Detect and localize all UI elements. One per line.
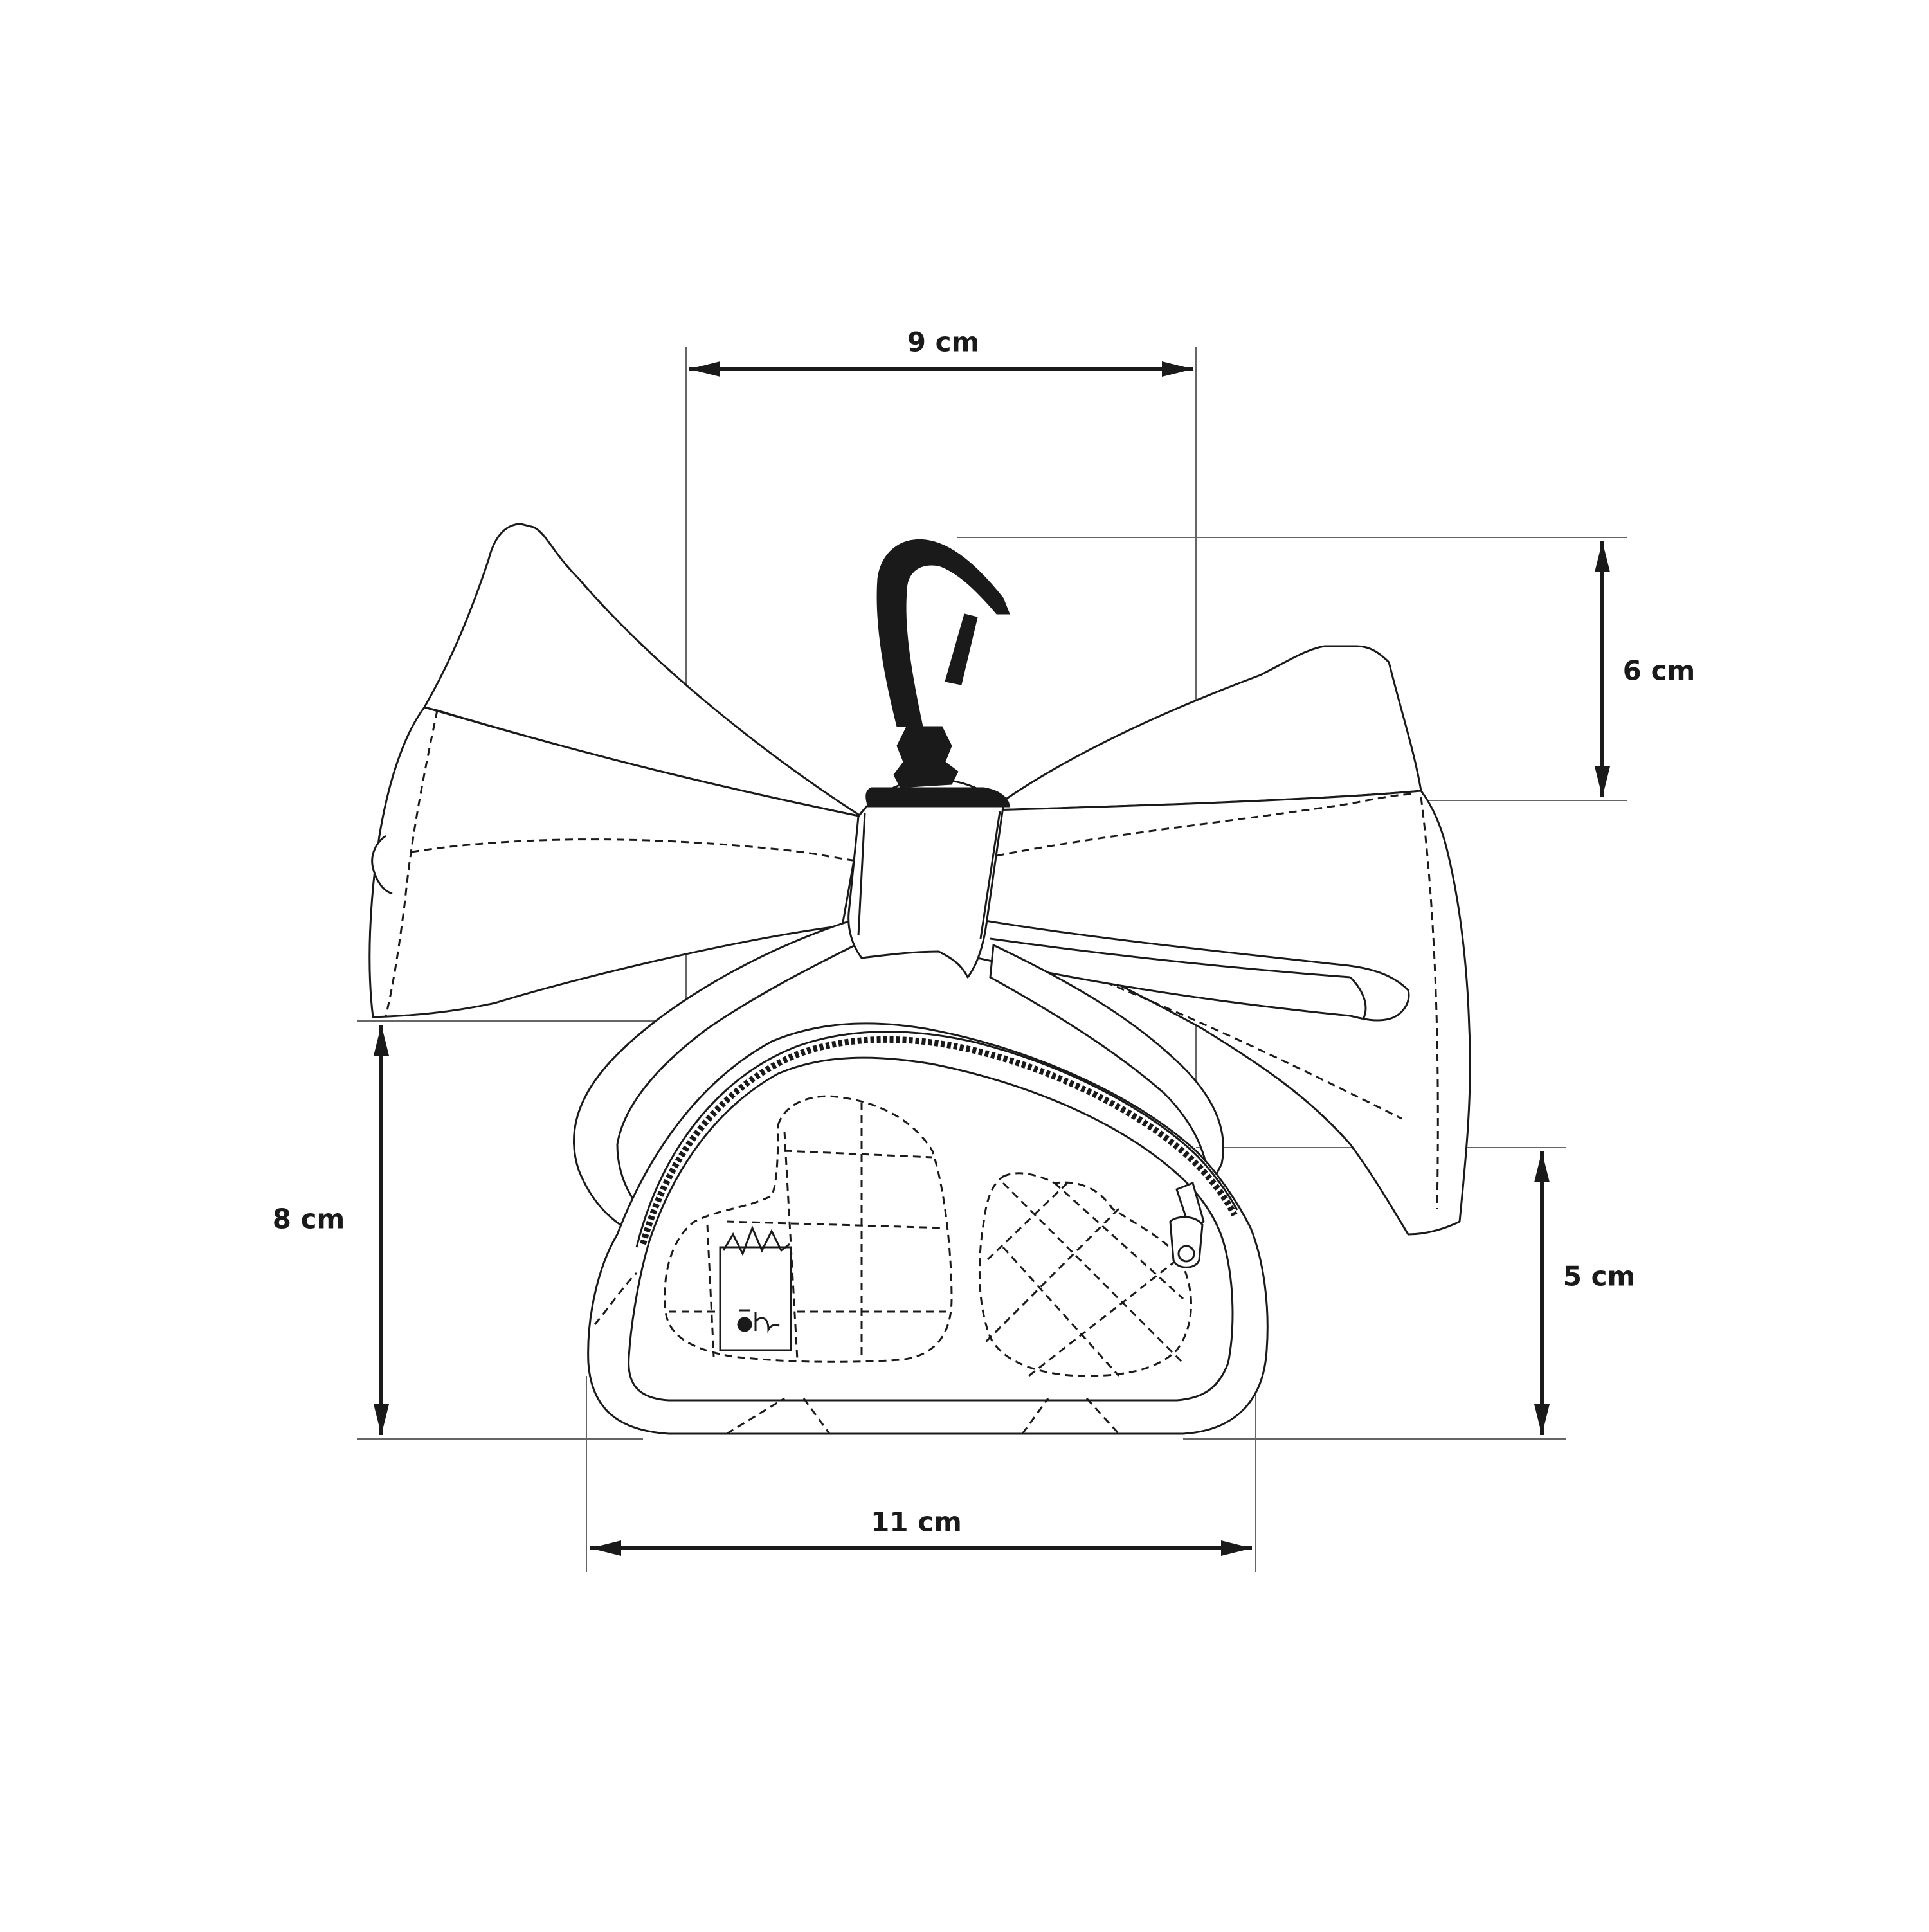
strap-loop	[573, 917, 1224, 1236]
dimension-arrows	[374, 361, 1610, 1556]
brand-label	[719, 1225, 792, 1351]
dim-label-left-height: 8 cm	[272, 1203, 345, 1235]
clip-sleeve	[847, 778, 1004, 979]
zipper-pull-icon	[1169, 1181, 1205, 1268]
bow-right-wing	[976, 645, 1471, 1236]
dim-label-clip-height: 6 cm	[1622, 655, 1696, 687]
dim-label-right-height: 5 cm	[1562, 1260, 1636, 1292]
bow-left-wing	[368, 523, 863, 1018]
dim-label-top-width: 9 cm	[907, 326, 980, 358]
dim-label-bottom-width: 11 cm	[871, 1506, 962, 1538]
quilted-patches	[664, 1095, 1192, 1377]
carabiner-clip-icon	[865, 539, 1010, 808]
brand-logo-icon	[737, 1309, 780, 1333]
